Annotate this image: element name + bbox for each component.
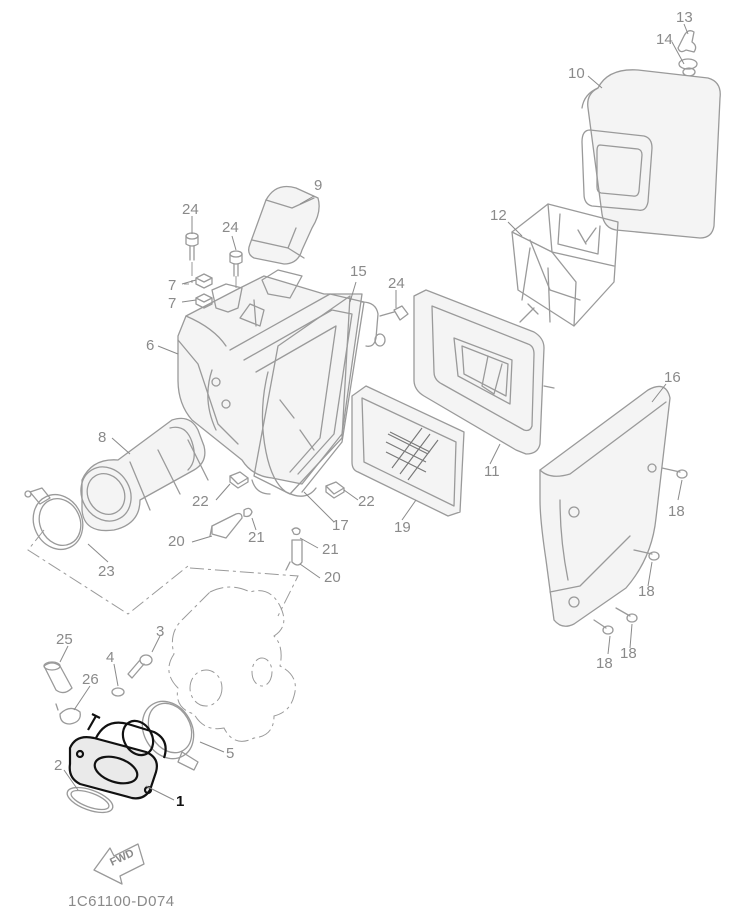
part-22-clip-left <box>229 471 249 489</box>
callout-21-a: 21 <box>248 529 265 546</box>
part-21-clip-right <box>291 527 301 536</box>
part-25-hose <box>43 661 73 694</box>
engine-outline <box>168 586 296 742</box>
callout-labels: 13 14 10 9 24 24 12 15 24 7 7 6 16 8 11 … <box>54 9 693 810</box>
part-21-clip-left <box>243 507 253 518</box>
part-22-clip-right <box>325 481 345 499</box>
part-24-bolt-c <box>379 305 409 321</box>
part-18-screw-b <box>633 549 660 561</box>
callout-22-b: 22 <box>358 493 375 510</box>
callout-23: 23 <box>98 563 115 580</box>
part-26-band <box>55 703 81 725</box>
part-10-filter-element <box>581 69 721 239</box>
callout-16: 16 <box>664 369 681 386</box>
callout-21-b: 21 <box>322 541 339 558</box>
part-4-washer <box>111 687 125 697</box>
filter-mesh-pattern <box>385 427 439 481</box>
callout-14: 14 <box>656 31 673 48</box>
part-14-washer <box>678 58 698 70</box>
fwd-arrow-icon: FWD <box>93 843 145 885</box>
callout-7-a: 7 <box>168 277 176 294</box>
part-20-drain-plug-right <box>285 539 303 571</box>
callout-18-a: 18 <box>668 503 685 520</box>
part-1-intake-manifold <box>68 713 167 800</box>
callout-11: 11 <box>484 463 500 480</box>
callout-4: 4 <box>106 649 114 666</box>
part-23-hose-clamp <box>24 487 84 550</box>
part-20-drain-plug-left <box>209 512 243 539</box>
callout-12: 12 <box>490 207 507 224</box>
part-6-air-box <box>177 269 386 495</box>
callout-26: 26 <box>82 671 99 688</box>
part-18-screw-a <box>661 467 688 479</box>
callout-8: 8 <box>98 429 106 446</box>
part-24-bolt-a <box>185 232 199 261</box>
callout-24-a: 24 <box>182 201 199 218</box>
part-3-screw <box>127 654 153 679</box>
callout-13: 13 <box>676 9 693 26</box>
callout-24-c: 24 <box>388 275 405 292</box>
part-12-filter-cage <box>511 203 619 327</box>
callout-7-b: 7 <box>168 295 176 312</box>
callout-19: 19 <box>394 519 411 536</box>
fwd-label: FWD <box>108 847 136 868</box>
part-17-gasket <box>261 371 317 497</box>
callout-18-d: 18 <box>596 655 613 672</box>
callout-9: 9 <box>314 177 322 194</box>
leader-lines <box>59 23 689 801</box>
part-18-screw-d <box>593 619 614 635</box>
callout-5: 5 <box>226 745 234 762</box>
callout-20-b: 20 <box>324 569 341 586</box>
callout-22-a: 22 <box>192 493 209 510</box>
callout-1: 1 <box>176 793 184 810</box>
part-15-seal <box>253 295 351 495</box>
part-19-filter-pad <box>351 385 465 517</box>
callout-10: 10 <box>568 65 585 82</box>
callout-24-b: 24 <box>222 219 239 236</box>
callout-18-b: 18 <box>638 583 655 600</box>
part-9-intake-duct <box>248 185 320 265</box>
part-18-screw-c <box>615 607 638 623</box>
part-8-intake-hose <box>80 417 209 532</box>
part-11-filter-frame <box>413 289 555 455</box>
diagram-code: 1C61100-D074 <box>68 893 175 910</box>
callout-3: 3 <box>156 623 164 640</box>
callout-17: 17 <box>332 517 349 534</box>
part-2-o-ring <box>66 786 114 814</box>
callout-20-a: 20 <box>168 533 185 550</box>
callout-6: 6 <box>146 337 154 354</box>
callout-25: 25 <box>56 631 73 648</box>
part-16-side-cover <box>539 385 671 627</box>
callout-2: 2 <box>54 757 62 774</box>
callout-18-c: 18 <box>620 645 637 662</box>
callout-15: 15 <box>350 263 367 280</box>
part-7-nut-upper <box>195 273 213 289</box>
part-24-bolt-b <box>229 250 243 277</box>
part-7-nut-lower <box>195 293 213 309</box>
